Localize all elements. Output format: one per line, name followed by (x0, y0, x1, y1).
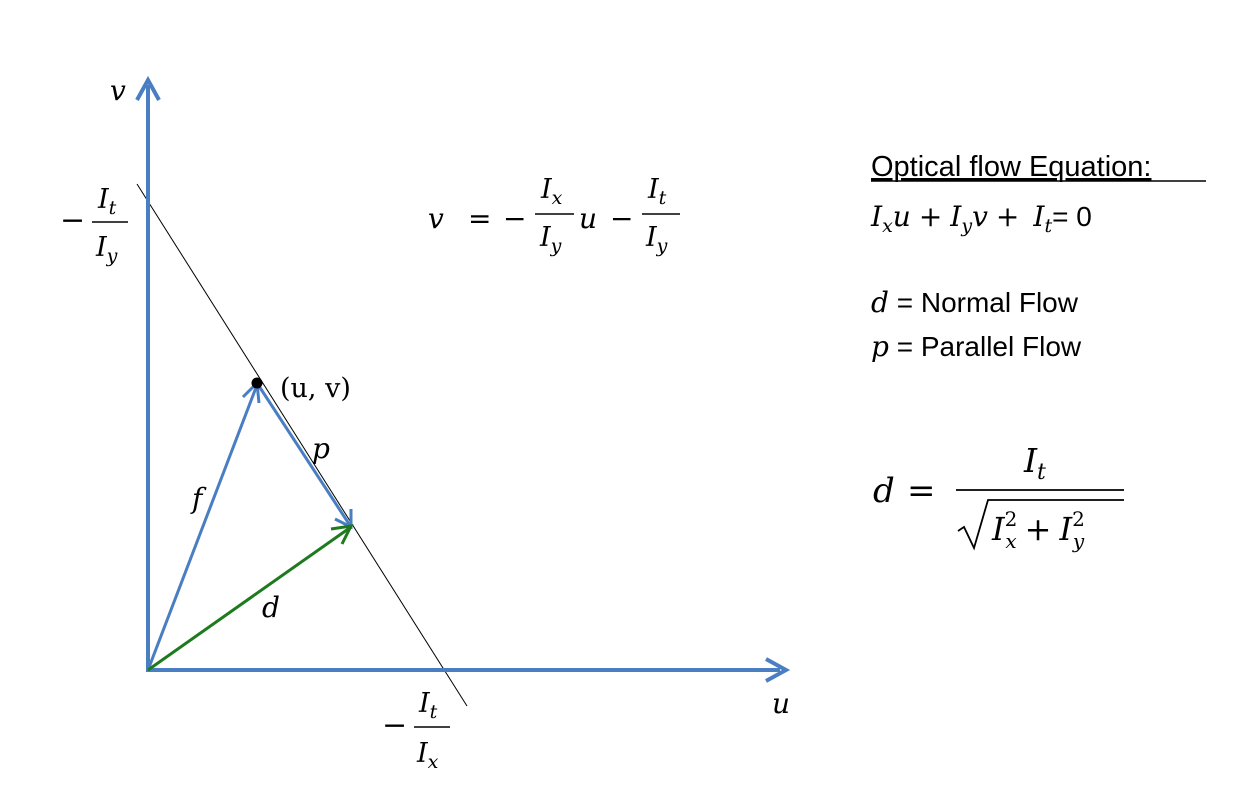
f-vector (146, 384, 259, 671)
nff-sqrt-sign (957, 499, 1124, 551)
nff-den-plus: + (1025, 510, 1052, 548)
ofe-plus2: + (996, 200, 1019, 233)
p-vector (255, 382, 353, 528)
line-eq-sign1: − (503, 202, 526, 235)
v-intercept-sign: − (60, 203, 85, 238)
p-label: p (312, 432, 330, 465)
line-eq-frac1-num-I: I (540, 174, 553, 205)
ofe-Ix: I (870, 200, 883, 233)
u-intercept-num-I: I (418, 688, 431, 719)
nff-num-I: I (1023, 441, 1038, 480)
v-intercept-den-I: I (95, 232, 108, 263)
v-axis-label: v (110, 74, 126, 107)
d-vector-arrowhead (330, 524, 354, 545)
line-eq-frac1-num-sub: x (552, 187, 563, 209)
line-eq-frac2-num: It (647, 174, 667, 209)
line-eq-equals: = (468, 202, 491, 235)
nff-den-a: I (991, 510, 1006, 548)
optical-flow-equation: Ixu+Iyv+It= 0 (870, 200, 1092, 237)
u-intercept-numerator: It (418, 688, 438, 723)
line-eq-frac2-den-I: I (645, 222, 658, 253)
nff-equals: = (907, 471, 936, 511)
u-axis-arrowhead (765, 657, 791, 683)
u-intercept-denominator: Ix (416, 738, 439, 773)
optical-flow-panel: Optical flow Equation: Ixu+Iyv+It= 0 d =… (870, 151, 1206, 553)
f-label: f (190, 482, 207, 515)
ofe-It: I (1032, 200, 1045, 233)
ofe-plus1: + (919, 200, 942, 233)
v-intercept-label: − It Iy (60, 184, 128, 267)
v-intercept-denominator: Iy (95, 232, 118, 267)
v-intercept-den-sub: y (106, 245, 118, 267)
point-label: (u, v) (280, 373, 351, 404)
nff-den-b-sub: y (1072, 529, 1085, 553)
line-equation: v = − Ix Iy u − It Iy (428, 174, 680, 257)
d-vector (147, 525, 352, 672)
v-intercept-num-sub: t (109, 197, 117, 219)
ofe-Iy: I (949, 200, 962, 233)
line-eq-frac1-den-I: I (539, 222, 552, 253)
ofe-It-sub: t (1044, 215, 1052, 237)
line-eq-frac1-den: Iy (539, 222, 562, 257)
legend-normal-text: = Normal Flow (889, 287, 1079, 318)
legend-normal-symbol: d (871, 286, 889, 319)
u-intercept-den-I: I (416, 738, 429, 769)
v-intercept-numerator: It (97, 184, 117, 219)
legend-parallel-flow: p = Parallel Flow (871, 330, 1082, 363)
legend-parallel-text: = Parallel Flow (889, 331, 1082, 362)
ofe-u: u (893, 200, 911, 233)
ofe-tail: = 0 (1052, 201, 1092, 232)
ofe-Ix-sub: x (882, 215, 893, 237)
d-label: d (262, 591, 280, 624)
nff-num-sub: t (1037, 460, 1046, 485)
u-axis-label: u (772, 687, 790, 720)
line-eq-lhs: v (428, 202, 444, 235)
line-eq-frac2-num-I: I (647, 174, 660, 205)
optical-flow-title: Optical flow Equation: (871, 151, 1151, 183)
nff-den-b: I (1058, 510, 1073, 548)
ofe-Iy-sub: y (960, 215, 972, 237)
nff-numerator: It (1023, 441, 1046, 485)
line-eq-frac1-den-sub: y (550, 235, 562, 257)
nff-den-b-sup: 2 (1072, 507, 1085, 531)
line-eq-frac2-den-sub: y (656, 235, 668, 257)
u-intercept-label: − It Ix (382, 688, 450, 773)
line-eq-frac2-den: Iy (645, 222, 668, 257)
line-eq-sign2: − (610, 202, 633, 235)
u-intercept-sign: − (382, 708, 407, 743)
nff-den-a-sup: 2 (1005, 507, 1018, 531)
line-eq-frac2-num-sub: t (659, 187, 667, 209)
legend-parallel-symbol: p (871, 330, 889, 363)
constraint-line (136, 183, 468, 707)
nff-den-a-sub: x (1005, 529, 1016, 553)
ofe-v: v (972, 200, 988, 233)
nff-lhs: d (873, 471, 895, 511)
line-eq-var: u (579, 202, 597, 235)
u-intercept-den-sub: x (428, 751, 439, 773)
u-intercept-num-sub: t (430, 701, 438, 723)
legend-normal-flow: d = Normal Flow (871, 286, 1079, 319)
v-intercept-num-I: I (97, 184, 110, 215)
line-eq-frac1-num: Ix (540, 174, 563, 209)
flow-point (251, 377, 263, 389)
v-axis-arrowhead (135, 75, 161, 101)
